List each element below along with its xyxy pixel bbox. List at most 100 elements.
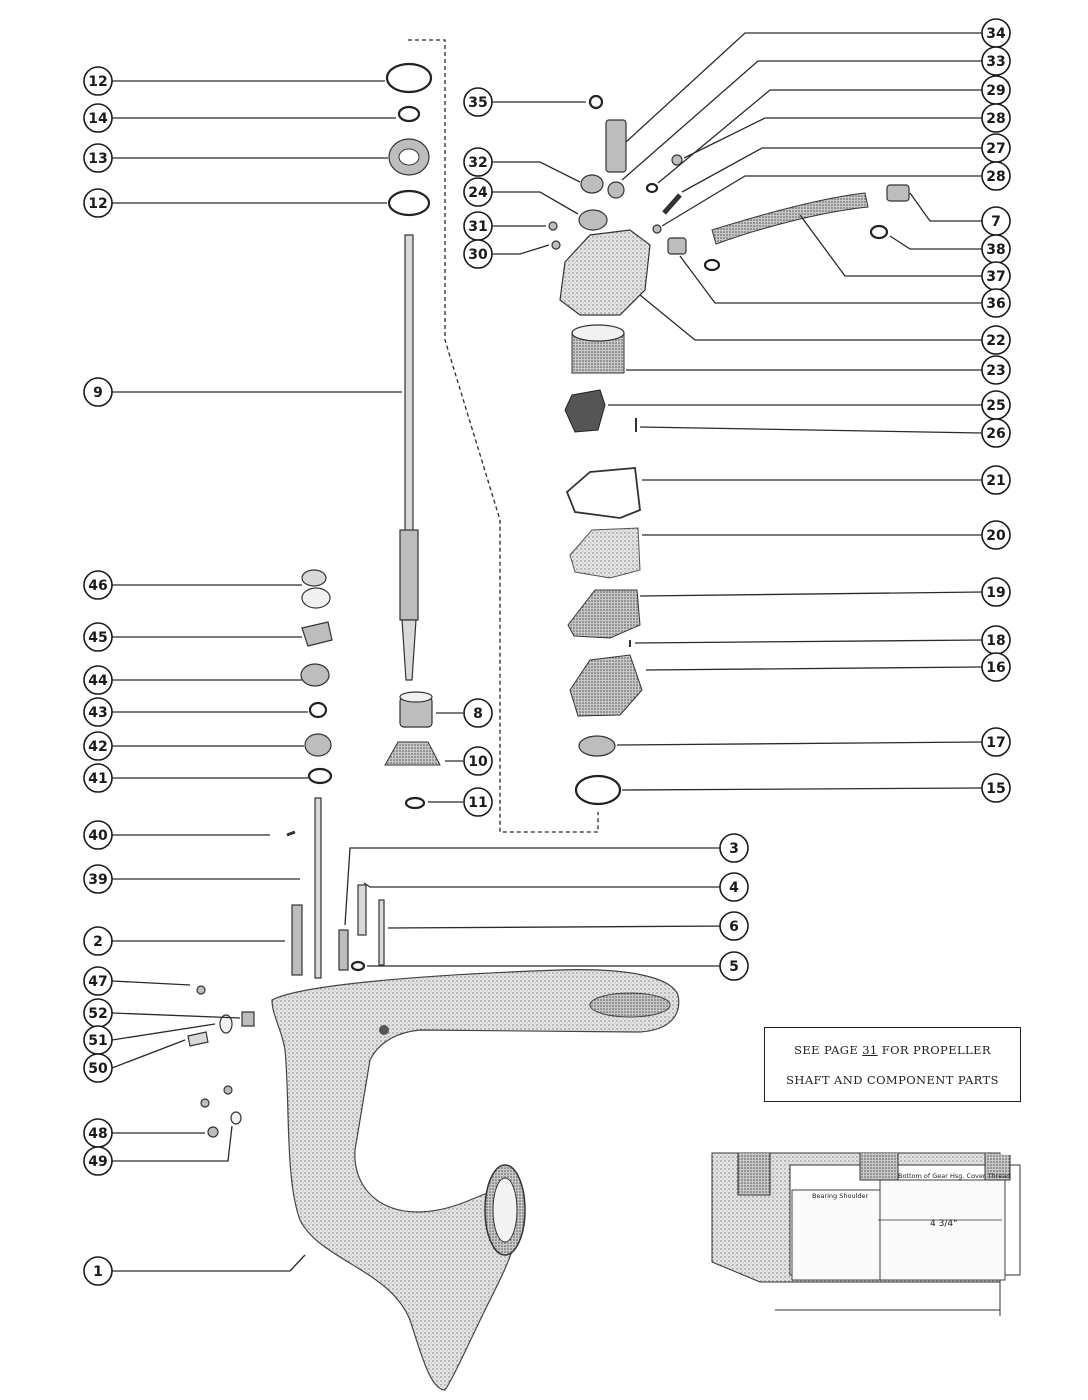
callout-number: 18 [986, 633, 1005, 649]
callout-circle [719, 951, 749, 981]
part-47 [196, 985, 206, 995]
callout-circle [83, 103, 113, 133]
callout-number: 34 [986, 26, 1006, 42]
callout-number: 12 [88, 74, 107, 90]
part-11 [404, 796, 426, 810]
gear-housing [271, 969, 680, 1391]
part-48 [207, 1126, 219, 1138]
part-24 [578, 209, 608, 231]
callout-31: 31 [463, 211, 493, 241]
callout-number: 28 [986, 169, 1005, 185]
part-52 [241, 1011, 255, 1027]
detail-dimension-label: 4 3/4" [930, 1219, 957, 1229]
part-4 [357, 884, 367, 936]
callout-8: 8 [463, 698, 493, 728]
callout-number: 49 [88, 1154, 107, 1170]
callout-circle [981, 727, 1011, 757]
callout-27: 27 [981, 133, 1011, 163]
callout-25: 25 [981, 390, 1011, 420]
part-misc-b [223, 1085, 233, 1095]
callout-circle [83, 731, 113, 761]
callout-number: 26 [986, 426, 1005, 442]
callout-number: 11 [468, 795, 487, 811]
callout-number: 12 [88, 196, 107, 212]
callout-number: 22 [986, 333, 1005, 349]
callout-32: 32 [463, 147, 493, 177]
callout-circle [719, 833, 749, 863]
part-34-tube [605, 119, 627, 173]
detail-bearing-shoulder-label: Bearing Shoulder [812, 1192, 869, 1200]
callout-number: 40 [88, 828, 108, 844]
callout-circle [981, 773, 1011, 803]
callout-circle [981, 520, 1011, 550]
callout-circle [83, 763, 113, 793]
callout-7: 7 [981, 206, 1011, 236]
callout-number: 33 [986, 54, 1005, 70]
callout-4: 4 [719, 872, 749, 902]
part-32 [580, 174, 604, 194]
callout-42: 42 [83, 731, 113, 761]
part-19-plate [567, 589, 641, 639]
callout-circle [83, 665, 113, 695]
callout-number: 6 [729, 919, 739, 935]
callout-number: 50 [88, 1061, 108, 1077]
callout-circle [981, 288, 1011, 318]
callout-number: 14 [88, 111, 108, 127]
callout-circle [981, 652, 1011, 682]
detail-bottom-cover-label: Bottom of Gear Hsg. Cover Thread [898, 1172, 1010, 1180]
callout-44: 44 [83, 665, 113, 695]
part-49 [230, 1111, 242, 1125]
callout-number: 38 [986, 242, 1005, 258]
callout-30: 30 [463, 239, 493, 269]
callout-number: 20 [986, 528, 1006, 544]
callout-number: 23 [986, 363, 1005, 379]
callout-number: 9 [93, 385, 103, 401]
part-7-fitting [886, 184, 910, 202]
callout-number: 19 [986, 585, 1005, 601]
callout-24: 24 [463, 177, 493, 207]
part-45 [301, 621, 333, 647]
callout-number: 32 [468, 155, 487, 171]
part-50 [187, 1031, 209, 1047]
callout-circle [463, 698, 493, 728]
callout-number: 43 [88, 705, 107, 721]
part-17-seal [578, 735, 616, 757]
callout-19: 19 [981, 577, 1011, 607]
callout-number: 48 [88, 1126, 107, 1142]
callout-15: 15 [981, 773, 1011, 803]
drive-shaft [399, 234, 419, 681]
part-misc-a [200, 1098, 210, 1108]
callout-circle [463, 177, 493, 207]
part-38-clip [869, 224, 889, 240]
note-suffix: FOR PROPELLER [877, 1043, 991, 1057]
callout-number: 7 [991, 214, 1001, 230]
part-29 [645, 182, 659, 194]
callout-12: 12 [83, 66, 113, 96]
part-33 [607, 181, 625, 199]
callout-number: 2 [93, 934, 103, 950]
callout-number: 47 [88, 974, 107, 990]
callout-number: 8 [473, 706, 483, 722]
callout-36: 36 [981, 288, 1011, 318]
part-37-hose [711, 192, 869, 245]
callout-circle [463, 87, 493, 117]
callout-circle [83, 1053, 113, 1083]
callout-circle [83, 926, 113, 956]
part-misc-clip [703, 258, 721, 272]
callout-number: 1 [93, 1264, 103, 1280]
callout-circle [83, 1146, 113, 1176]
callout-29: 29 [981, 75, 1011, 105]
callout-circle [719, 911, 749, 941]
part-25-impeller [564, 389, 606, 433]
part-2-sleeve [291, 904, 303, 976]
callout-number: 25 [986, 398, 1005, 414]
callout-number: 27 [986, 141, 1005, 157]
callout-number: 44 [88, 673, 108, 689]
callout-circle [719, 872, 749, 902]
callout-circle [83, 697, 113, 727]
callout-circle [83, 377, 113, 407]
callout-circle [83, 1256, 113, 1286]
part-20-plate [569, 527, 641, 579]
part-40 [286, 830, 296, 837]
